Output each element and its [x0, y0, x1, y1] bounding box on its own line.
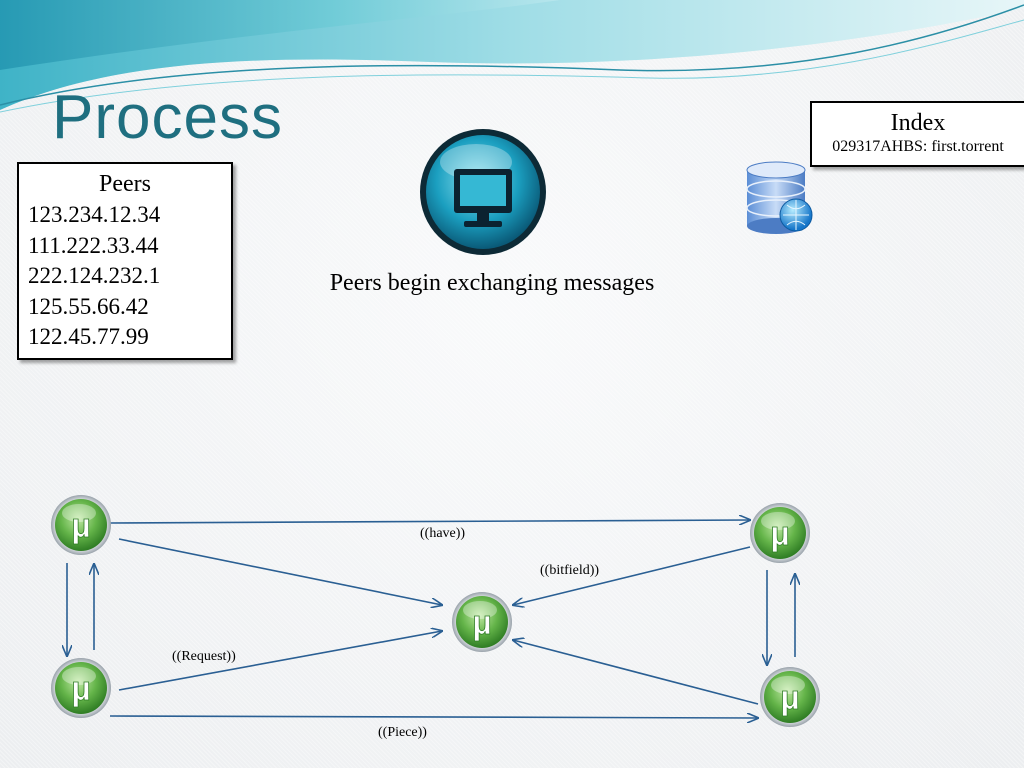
- have-label: ((have)): [420, 526, 465, 541]
- message-arrows: [67, 520, 795, 718]
- peer-address: 122.45.77.99: [28, 324, 149, 349]
- peer-node-center: µ: [452, 592, 512, 652]
- bitfield-label: ((bitfield)): [540, 563, 599, 578]
- request-arrow: [118, 631, 442, 691]
- header-wave: [0, 0, 1024, 113]
- peer-d-to-center-arrow: [513, 640, 759, 705]
- peer-address: 123.234.12.34: [28, 202, 161, 227]
- peer-address: 111.222.33.44: [28, 232, 159, 258]
- index-box: Index 029317AHBS: first.torrent: [810, 101, 1024, 167]
- diagram-caption: Peers begin exchanging messages: [329, 270, 655, 296]
- piece-arrow: [109, 716, 758, 718]
- index-entry: 029317AHBS: first.torrent: [832, 138, 1004, 155]
- bitfield-arrow: [513, 546, 751, 605]
- utorrent-mu-icon: µ: [71, 670, 91, 708]
- peer-node-c: µ: [51, 658, 111, 718]
- utorrent-mu-icon: µ: [770, 515, 790, 553]
- peer-a-to-center-arrow: [118, 538, 442, 605]
- peer-node-b: µ: [750, 503, 810, 563]
- peer-node-a: µ: [51, 495, 111, 555]
- index-title: Index: [890, 110, 946, 136]
- monitor-icon: [420, 129, 546, 255]
- peer-address: 125.55.66.42: [28, 293, 149, 319]
- piece-label: ((Piece)): [378, 725, 427, 740]
- peers-box: Peers 123.234.12.34 111.222.33.44 222.12…: [17, 162, 233, 360]
- peers-title: Peers: [99, 171, 151, 197]
- utorrent-mu-icon: µ: [472, 604, 492, 642]
- utorrent-mu-icon: µ: [71, 507, 91, 545]
- request-label: ((Request)): [172, 649, 236, 664]
- peer-address: 222.124.232.1: [28, 263, 161, 288]
- peers-list: 123.234.12.34 111.222.33.44 222.124.232.…: [28, 200, 231, 353]
- have-arrow: [109, 520, 750, 523]
- slide-title: Process: [52, 83, 283, 152]
- database-globe-icon: [746, 161, 813, 234]
- utorrent-mu-icon: µ: [780, 679, 800, 717]
- peer-node-d: µ: [760, 667, 820, 727]
